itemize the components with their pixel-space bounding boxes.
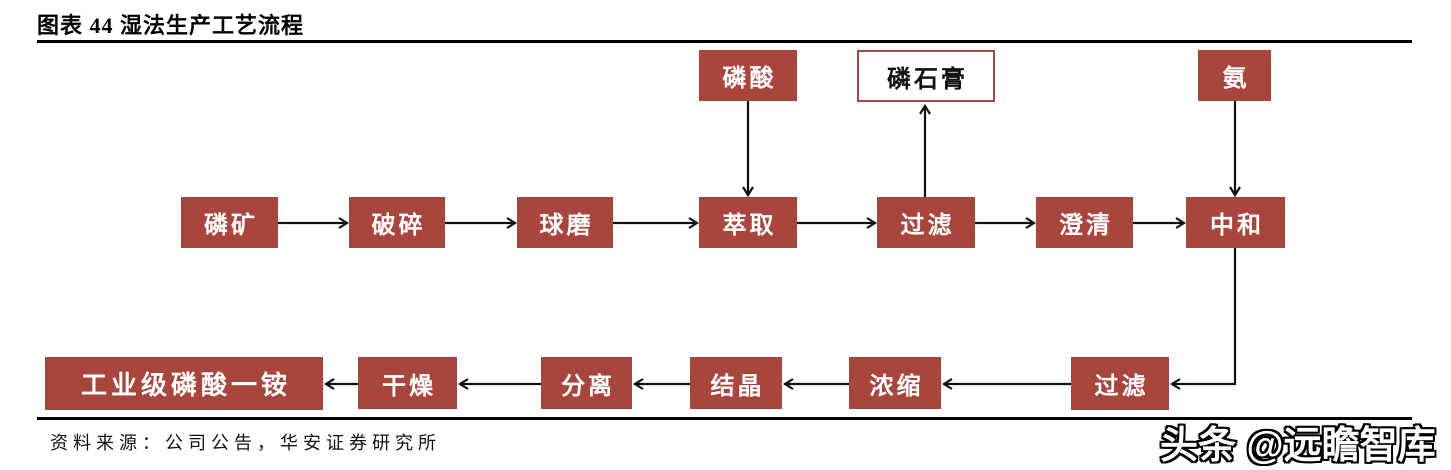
node-filtration-2: 过滤	[1071, 357, 1169, 410]
arrow-neutralization-to-filtration2	[1169, 248, 1237, 390]
title-divider	[37, 40, 1412, 43]
node-phosphogypsum: 磷石膏	[857, 50, 995, 102]
node-filtration-1: 过滤	[877, 197, 975, 248]
node-crystallization: 结晶	[690, 357, 782, 409]
node-clarification: 澄清	[1036, 197, 1133, 248]
source-note: 资料来源：公司公告，华安证券研究所	[50, 433, 441, 453]
node-concentration: 浓缩	[849, 357, 941, 409]
node-separation: 分离	[541, 357, 632, 409]
node-phosphoric-acid: 磷酸	[699, 50, 797, 101]
node-industrial-map: 工业级磷酸一铵	[45, 357, 323, 410]
node-neutralization: 中和	[1186, 197, 1285, 248]
node-ball-milling: 球磨	[517, 197, 613, 248]
watermark: 头条 @远瞻智库	[1159, 424, 1437, 468]
node-ammonia: 氨	[1198, 50, 1271, 101]
figure-title: 图表 44 湿法生产工艺流程	[37, 13, 305, 38]
footer-divider	[37, 417, 1412, 420]
node-crushing: 破碎	[349, 197, 445, 248]
node-drying: 干燥	[358, 357, 457, 409]
node-phosphate-ore: 磷矿	[181, 197, 278, 248]
node-extraction: 萃取	[699, 197, 797, 248]
